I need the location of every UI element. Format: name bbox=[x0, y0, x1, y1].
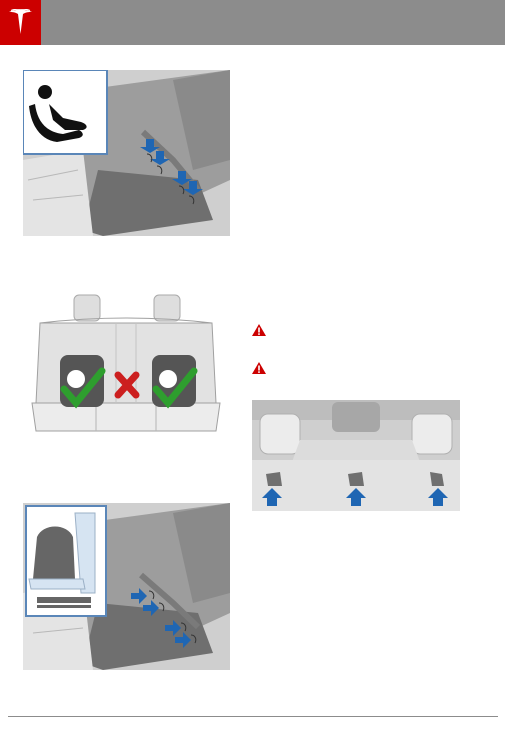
green-checkmark-icon bbox=[60, 367, 106, 409]
seat-position-diagram bbox=[30, 293, 222, 433]
green-checkmark-icon bbox=[152, 367, 198, 409]
warning-triangle-icon bbox=[252, 362, 266, 374]
child-seat-icon bbox=[29, 85, 87, 142]
isofix-anchors-illustration bbox=[23, 70, 230, 236]
latch-anchors-illustration bbox=[23, 503, 230, 670]
red-x-icon bbox=[114, 371, 140, 399]
warning-triangle-icon bbox=[252, 324, 266, 336]
blue-arrow-icon bbox=[262, 488, 448, 506]
tesla-logo-icon bbox=[0, 0, 41, 45]
tether-anchors-illustration bbox=[252, 400, 460, 511]
child-seat-icon bbox=[28, 512, 96, 608]
page-header bbox=[0, 0, 505, 45]
footer-divider bbox=[8, 716, 498, 717]
